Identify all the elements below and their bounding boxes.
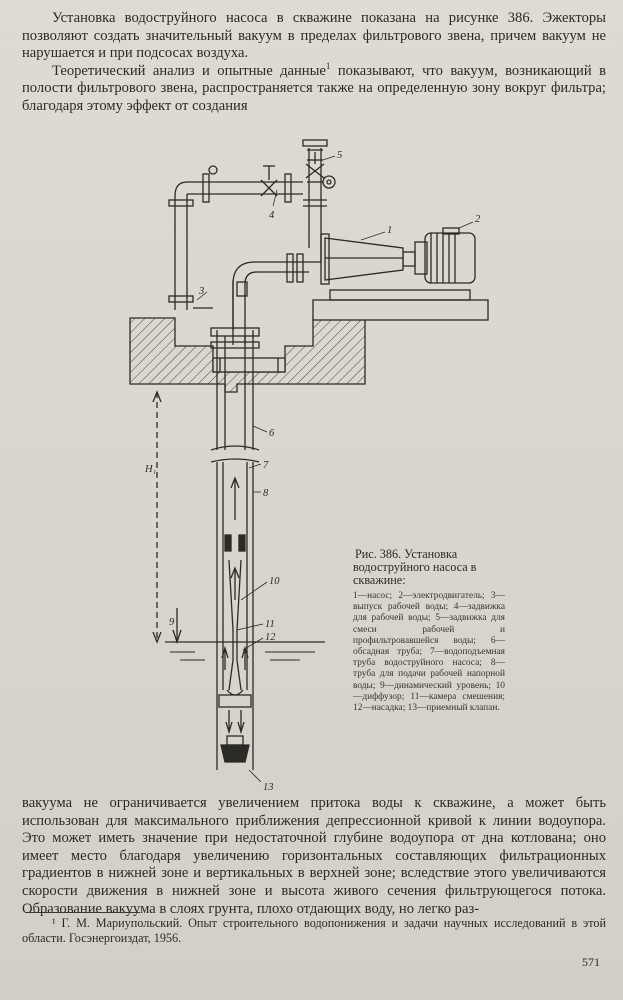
- concrete-slab: [212, 357, 286, 373]
- label-13: 13: [263, 782, 274, 793]
- paragraph-1: Установка водоструйного насоса в скважин…: [22, 10, 606, 62]
- valve-4: [260, 179, 278, 197]
- pump-base-plate: [312, 299, 489, 321]
- label-10: 10: [269, 576, 280, 587]
- label-8: 8: [263, 488, 269, 499]
- label-4: 4: [269, 210, 275, 221]
- valve-5: [305, 163, 325, 179]
- caption-title: Рис. 386. Установка водоструйного насоса…: [353, 547, 477, 587]
- diffuser-10: [228, 559, 234, 691]
- label-2: 2: [475, 214, 481, 225]
- well-pump-drawing: 1 2 3 4 5 6 7 8 9 10 11 12 13 H₁: [129, 139, 489, 793]
- pump-body: [324, 237, 404, 281]
- top-paragraphs: Установка водоструйного насоса в скважин…: [22, 10, 606, 116]
- bottom-paragraph: вакуума не ограничивается увеличением пр…: [22, 795, 606, 917]
- nozzle-12: [226, 689, 244, 696]
- label-11: 11: [265, 619, 275, 630]
- intake-valve-13: [220, 744, 250, 763]
- paragraph-2-end: показывают, что вакуум, возникающий в по…: [22, 62, 606, 114]
- page-number: 571: [582, 955, 600, 969]
- label-6: 6: [269, 428, 275, 439]
- footnote-ref: 1: [325, 60, 331, 71]
- coupling: [402, 251, 416, 267]
- figure-caption: Рис. 386. Установка водоструйного насоса…: [353, 548, 505, 714]
- figure-386-well-pump-diagram: 1 2 3 4 5 6 7 8 9 10 11 12 13 H₁: [125, 130, 495, 793]
- label-h1: H₁: [144, 464, 156, 475]
- footnote-divider: [25, 912, 140, 913]
- foundation-hatching: [129, 317, 366, 393]
- footnote: ¹ Г. М. Мариупольский. Опыт строительног…: [22, 916, 606, 945]
- label-12: 12: [265, 632, 276, 643]
- caption-legend: 1—насос; 2—электродвигатель; 3—выпуск ра…: [353, 591, 505, 714]
- electric-motor: [424, 232, 476, 284]
- paragraph-2-start: Теоретический анализ и опытные данные: [52, 62, 326, 79]
- pump-frame: [329, 289, 471, 301]
- label-3: 3: [198, 286, 204, 297]
- label-9: 9: [169, 617, 175, 628]
- label-7: 7: [263, 460, 269, 471]
- label-5: 5: [337, 150, 342, 161]
- label-1: 1: [387, 225, 392, 236]
- gauge: [322, 175, 336, 189]
